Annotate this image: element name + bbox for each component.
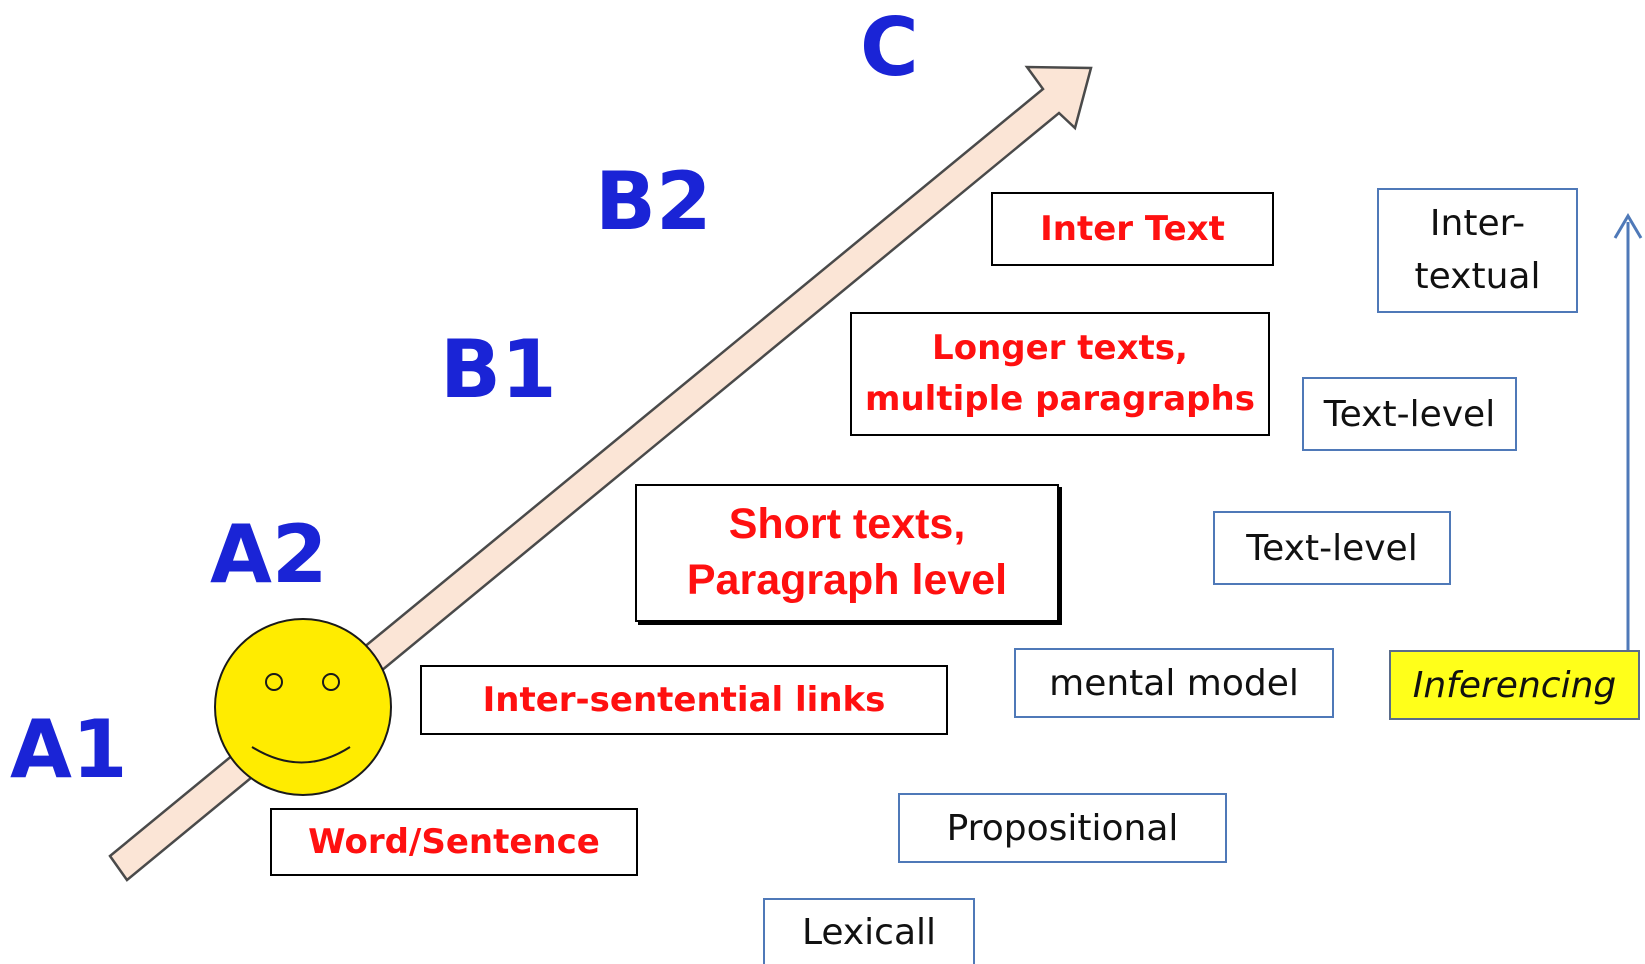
inferencing-label: Inferencing (1412, 664, 1617, 706)
short-texts-box: Short texts, Paragraph level (635, 484, 1059, 622)
longer-texts-box: Longer texts, multiple paragraphs (850, 312, 1270, 436)
level-label-b2: B2 (595, 155, 712, 248)
level-label-c: C (860, 1, 919, 94)
mental-model-label: mental model (1049, 662, 1299, 704)
arrow-up-icon (1613, 213, 1643, 660)
inter-sentential-label: Inter-sentential links (482, 680, 886, 720)
longer-texts-label-line2: multiple paragraphs (865, 379, 1255, 419)
word-sentence-box: Word/Sentence (270, 808, 638, 876)
word-sentence-label: Word/Sentence (308, 822, 600, 862)
propositional-box: Propositional (898, 793, 1227, 863)
lexical-box: Lexicall (763, 898, 975, 964)
inter-sentential-box: Inter-sentential links (420, 665, 948, 735)
mental-model-box: mental model (1014, 648, 1334, 718)
text-level-label-lower: Text-level (1246, 527, 1418, 569)
inter-text-box: Inter Text (991, 192, 1274, 266)
level-label-b1: B1 (440, 323, 557, 416)
smiley-face-icon (214, 618, 392, 796)
inter-textual-box: Inter- textual (1377, 188, 1578, 313)
propositional-label: Propositional (946, 807, 1179, 849)
lexical-label: Lexicall (801, 911, 937, 953)
short-texts-label-line2: Paragraph level (686, 556, 1008, 604)
level-label-a2: A2 (210, 508, 328, 601)
inter-textual-label-line1: Inter- (1429, 203, 1526, 245)
longer-texts-label-line1: Longer texts, (932, 328, 1188, 368)
inferencing-box: Inferencing (1389, 650, 1640, 720)
text-level-box-upper: Text-level (1302, 377, 1517, 451)
inter-textual-label-line2: textual (1414, 255, 1541, 297)
text-level-box-lower: Text-level (1213, 511, 1451, 585)
text-level-label-upper: Text-level (1323, 393, 1496, 435)
short-texts-label-line1: Short texts, (728, 500, 966, 549)
inter-text-label: Inter Text (1040, 209, 1225, 249)
level-label-a1: A1 (10, 703, 128, 796)
